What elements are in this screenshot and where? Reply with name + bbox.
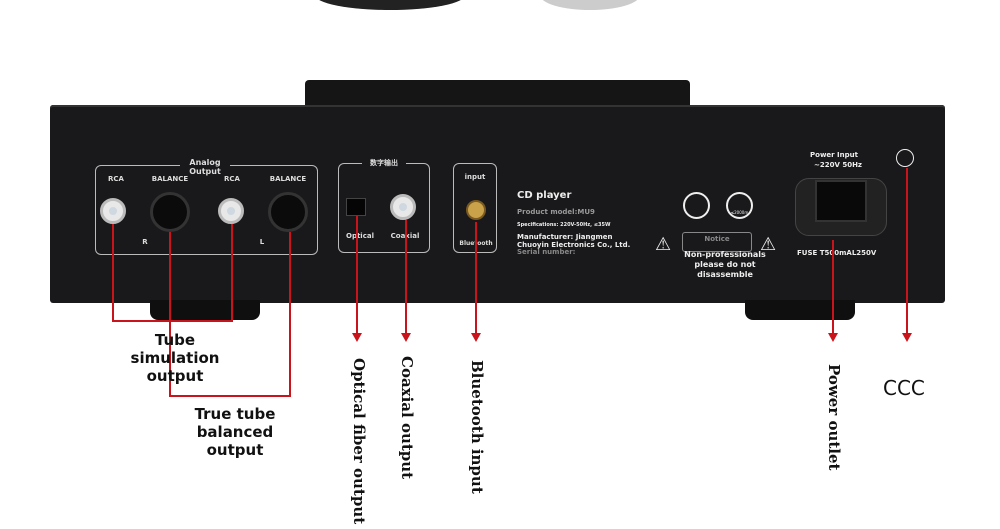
true-tube-balanced-output-label: True tube balanced output — [194, 405, 276, 459]
balanced-line — [289, 232, 291, 397]
rca-r-label: RCA — [108, 175, 124, 183]
optical-arrow — [352, 333, 362, 342]
balanced-line — [169, 232, 171, 397]
xlr-jack-right — [150, 192, 190, 232]
voltage-label: ~220V 50Hz — [814, 161, 863, 169]
ccc-label: CCC — [883, 376, 925, 400]
ccc-arrow — [902, 333, 912, 342]
manufacturer: Manufacturer: Jiangmen Chuoyin Electroni… — [517, 233, 631, 249]
tube-sim-line — [112, 320, 233, 322]
power-line — [832, 240, 834, 334]
balanced-line — [169, 395, 291, 397]
fuse-label: FUSE T500mAL250V — [797, 249, 877, 257]
product-title: CD player — [517, 190, 572, 201]
power-socket — [815, 180, 867, 222]
bluetooth-input-label: Bluetooth input — [468, 360, 486, 494]
balance-r-label: BALANCE — [151, 175, 189, 183]
analog-output-label: Analog Output — [180, 158, 230, 176]
coaxial-arrow — [401, 333, 411, 342]
bluetooth-antenna-connector — [466, 200, 486, 220]
foot-right — [745, 300, 855, 320]
optical-line — [356, 216, 358, 334]
notice-label: Notice — [704, 235, 730, 243]
rca-jack-right — [100, 198, 126, 224]
no-humidity-icon — [683, 192, 710, 219]
top-product-partial-light — [540, 0, 640, 10]
ccc-line — [906, 168, 908, 334]
input-label: input — [464, 173, 486, 181]
altitude-icon: ≤2000m — [726, 192, 753, 219]
power-arrow — [828, 333, 838, 342]
power-input-label: Power Input — [810, 151, 858, 159]
optical-jack — [346, 198, 366, 216]
l-label: L — [259, 238, 265, 246]
notice-box — [682, 232, 752, 252]
rca-jack-left — [218, 198, 244, 224]
balance-l-label: BALANCE — [269, 175, 307, 183]
caution-warning-icon: ⚠ — [760, 234, 777, 255]
r-label: R — [142, 238, 148, 246]
coaxial-output-label: Coaxial output — [398, 356, 416, 480]
electric-warning-icon: ⚠ — [655, 234, 672, 255]
optical-label: Optical — [346, 232, 374, 240]
tube-simulation-output-label: Tube simulation output — [130, 331, 220, 385]
rca-l-label: RCA — [224, 175, 240, 183]
bluetooth-arrow — [471, 333, 481, 342]
digital-output-label: 数字输出 — [362, 158, 406, 168]
xlr-jack-left — [268, 192, 308, 232]
specifications: Specifications: 220V-50Hz, ≤35W — [517, 222, 611, 228]
product-model: Product model:MU9 — [517, 208, 595, 216]
ccc-mark-icon — [896, 149, 914, 167]
power-outlet-label: Power outlet — [825, 364, 843, 471]
tube-sim-line — [231, 224, 233, 321]
serial-number: Serial number: — [517, 248, 576, 256]
optical-fiber-output-label: Optical fiber output — [350, 358, 368, 525]
top-product-partial-dark — [315, 0, 465, 10]
coaxial-line — [405, 220, 407, 334]
foot-left — [150, 300, 260, 320]
warning-text: Non-professionals please do not disassem… — [684, 250, 766, 279]
tube-sim-line — [112, 224, 114, 321]
bluetooth-line — [475, 222, 477, 334]
coaxial-jack — [390, 194, 416, 220]
